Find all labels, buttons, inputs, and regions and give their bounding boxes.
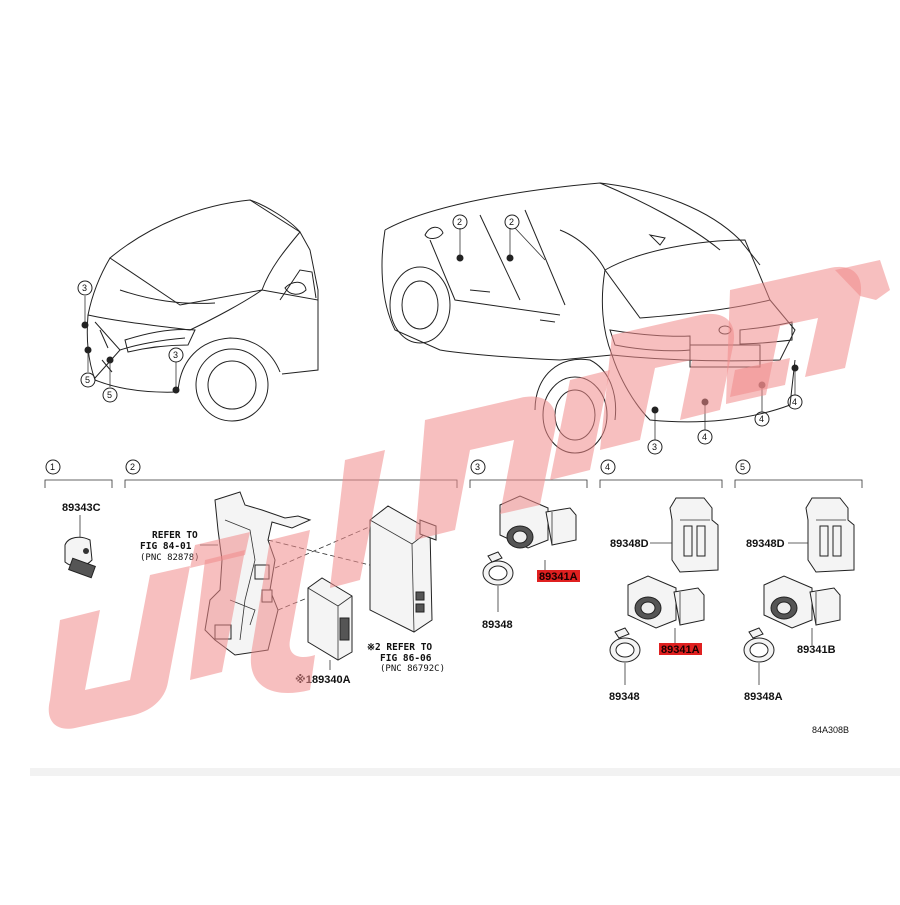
note-refer-to-1: REFER TO bbox=[152, 530, 198, 541]
front-car-illustration bbox=[81, 199, 319, 422]
callout-4: 4 bbox=[759, 414, 764, 424]
callout-2: 2 bbox=[457, 217, 462, 227]
highlight-89341A-section-3 bbox=[537, 570, 580, 582]
callout-4: 4 bbox=[792, 397, 797, 407]
footer-bar bbox=[30, 768, 900, 776]
rear-callouts: 2 2 3 4 4 4 bbox=[452, 214, 803, 455]
note-pnc-86792c: (PNC 86792C) bbox=[380, 664, 445, 674]
callout-5: 5 bbox=[85, 375, 90, 385]
note-fig-84-01: FIG 84-01 bbox=[140, 541, 192, 552]
part-89341A-s4: 89341A bbox=[661, 644, 700, 656]
section-2-number: 2 bbox=[130, 462, 135, 472]
callout-5: 5 bbox=[107, 390, 112, 400]
part-89340A: 89340A bbox=[312, 674, 351, 686]
callout-3: 3 bbox=[652, 442, 657, 452]
note-asterisk-2-refer-to: ※2 REFER TO bbox=[367, 642, 432, 653]
section-1-number: 1 bbox=[50, 462, 55, 472]
watermark-logo bbox=[48, 260, 890, 729]
part-89348D-s5: 89348D bbox=[746, 538, 785, 550]
callout-3: 3 bbox=[82, 283, 87, 293]
section-1-parts: 89343C bbox=[62, 502, 101, 579]
part-89348-s4: 89348 bbox=[609, 691, 640, 703]
callout-3: 3 bbox=[173, 350, 178, 360]
part-89343C: 89343C bbox=[62, 502, 101, 514]
note-pnc-82878: (PNC 82878) bbox=[140, 553, 200, 563]
diagram-code: 84A308B bbox=[812, 725, 849, 735]
highlight-89341A-section-4 bbox=[659, 643, 702, 655]
part-89341B: 89341B bbox=[797, 644, 836, 656]
section-3-number: 3 bbox=[475, 462, 480, 472]
section-3-parts: 89348 89341A bbox=[482, 495, 580, 631]
note-fig-86-06: FIG 86-06 bbox=[380, 653, 432, 664]
section-5-number: 5 bbox=[740, 462, 745, 472]
callout-4: 4 bbox=[702, 432, 707, 442]
callout-2: 2 bbox=[509, 217, 514, 227]
part-89341A: 89341A bbox=[539, 571, 578, 583]
front-callouts: 3 5 5 3 bbox=[77, 280, 184, 403]
part-89348A: 89348A bbox=[744, 691, 783, 703]
part-89348D: 89348D bbox=[610, 538, 649, 550]
section-5-parts: 89348D 89341B 89348A bbox=[743, 497, 855, 703]
section-4-parts: 89348D 89341A 89348 bbox=[609, 497, 719, 703]
section-4-number: 4 bbox=[605, 462, 610, 472]
part-89348: 89348 bbox=[482, 619, 513, 631]
